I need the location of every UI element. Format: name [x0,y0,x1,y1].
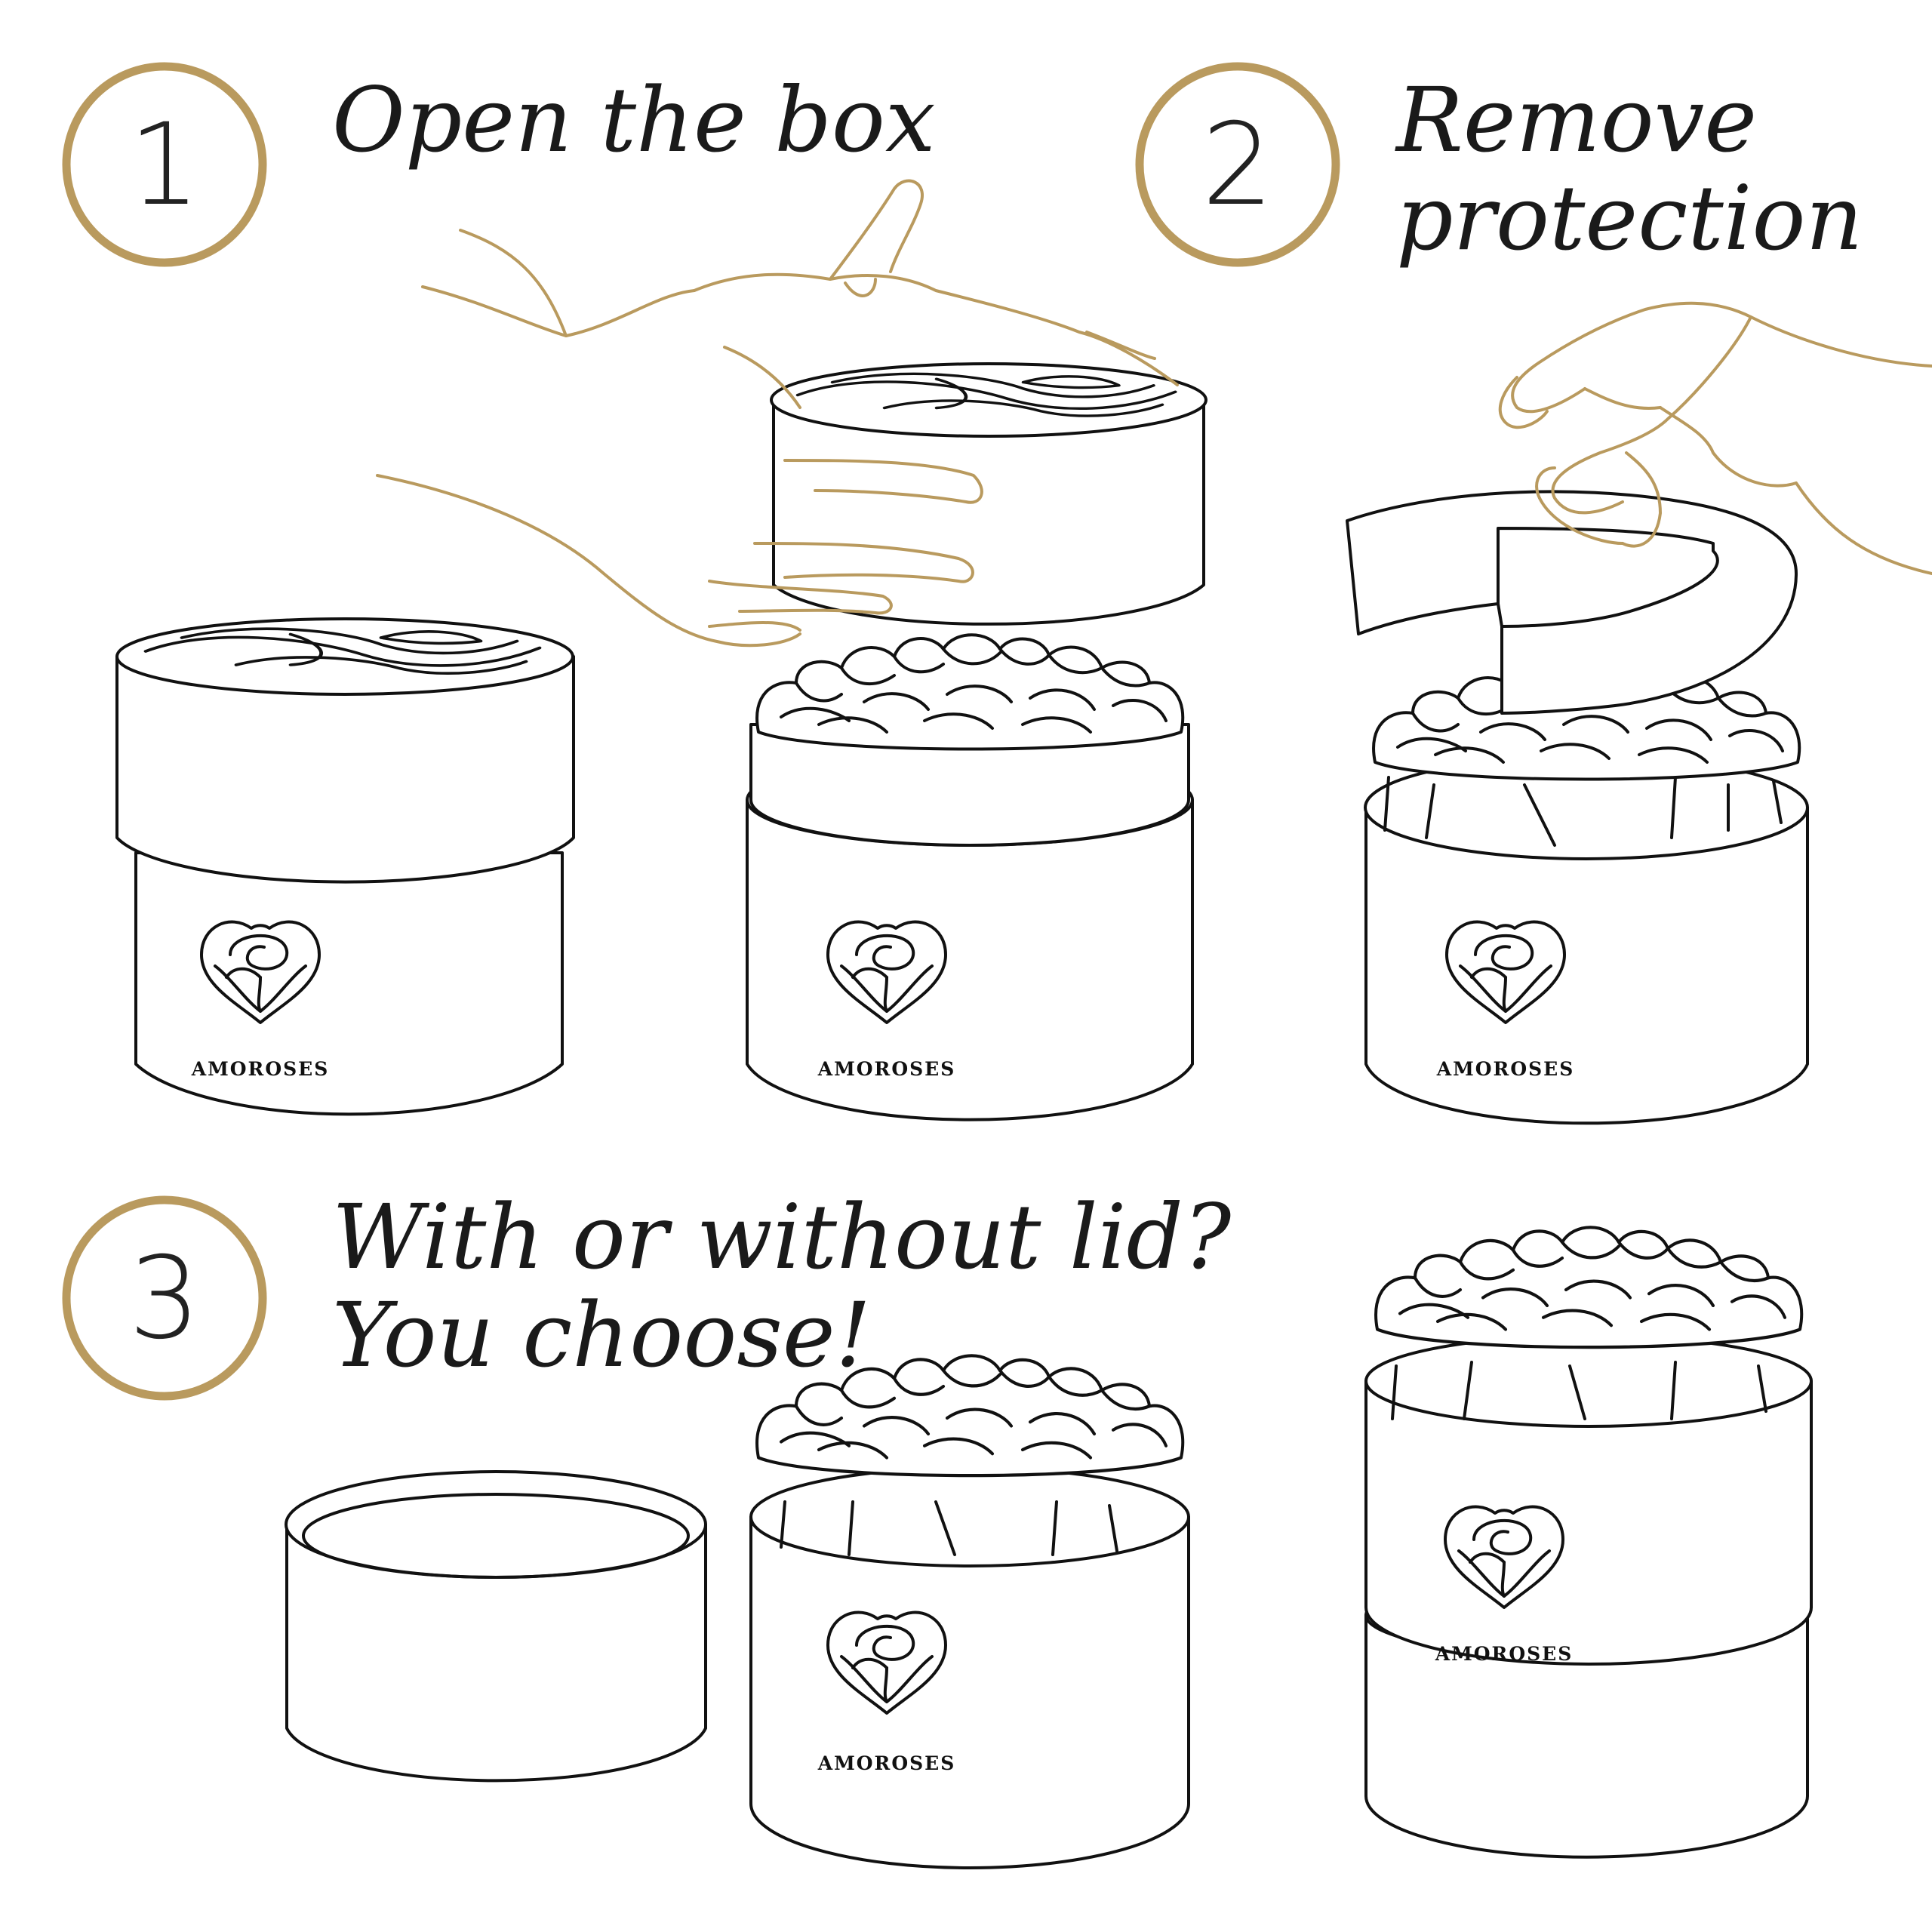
box-without-lid-brand: AMOROSES [817,1752,956,1774]
step-2-title-line-2: protection [1396,166,1863,270]
step-1-header: 1 Open the box [62,62,936,267]
step-1-number: 1 [128,100,200,231]
step-3-ring [62,1195,267,1401]
box-without-lid-illustration: AMOROSES [749,1355,1190,1869]
step-2-ring [1135,62,1340,267]
removed-lid-illustration [285,1470,707,1783]
closed-box-illustration: AMOROSES [115,617,575,1116]
step-2-header: 2 Remove protection [1135,62,1863,270]
lid-lifted-box-illustration: AMOROSES [746,362,1208,1121]
step-2-number: 2 [1201,100,1273,231]
protection-removal-illustration: AMOROSES [1346,490,1809,1125]
step-2-title-line-1: Remove [1395,68,1757,172]
hand-removing-protection [1498,301,1932,575]
step-3-title-line-1: With or without lid? [332,1185,1232,1289]
hand-lifting-lid [376,179,1179,648]
step-1-title: Open the box [332,68,936,172]
box-with-lid-base-illustration: AMOROSES [1364,1227,1813,1859]
step-3-title-line-2: You choose! [332,1283,871,1387]
closed-box-brand: AMOROSES [191,1058,330,1080]
step-3-number: 3 [128,1233,200,1364]
step-1-ring [62,62,267,267]
step-3-header: 3 With or without lid? You choose! [62,1185,1232,1401]
opened-box-brand: AMOROSES [817,1058,956,1080]
protection-box-brand: AMOROSES [1436,1058,1575,1080]
box-with-lid-brand: AMOROSES [1435,1643,1574,1665]
